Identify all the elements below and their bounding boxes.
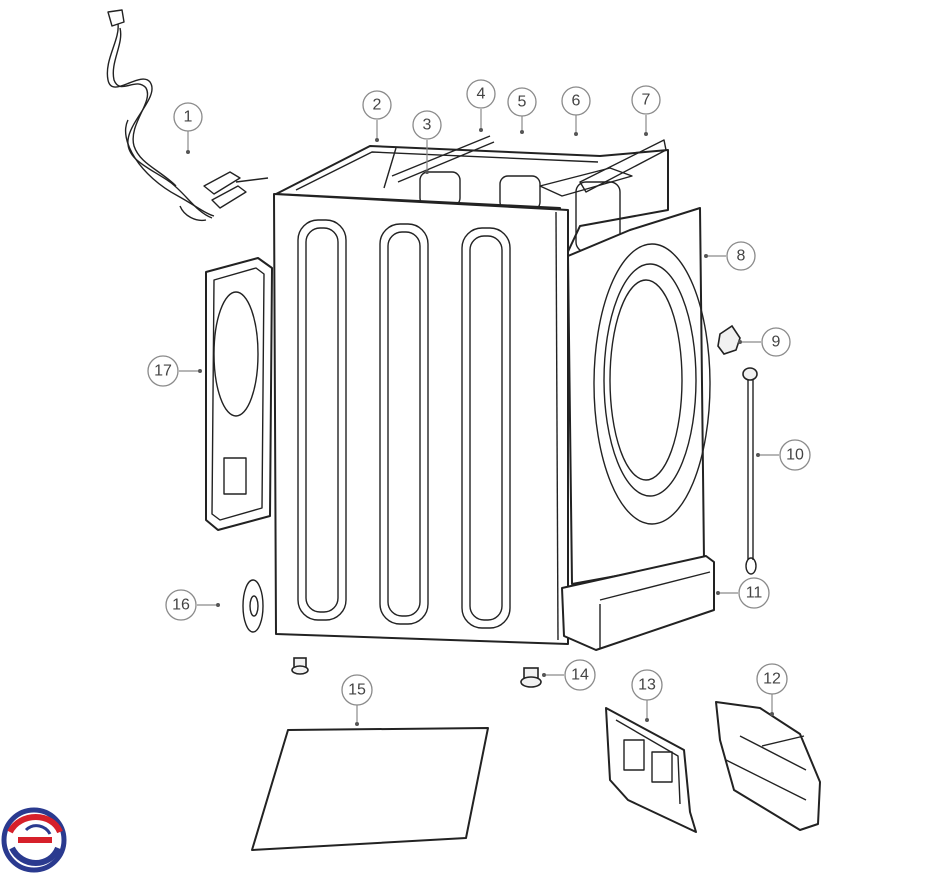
callout-9: 9 <box>761 327 791 357</box>
callout-label: 1 <box>184 109 193 126</box>
callout-8: 8 <box>726 241 756 271</box>
callout-label: 3 <box>423 117 432 134</box>
callout-label: 5 <box>518 94 527 111</box>
callout-label: 12 <box>763 671 781 688</box>
callout-label: 16 <box>172 597 190 614</box>
callout-label: 4 <box>477 86 486 103</box>
door-lock-part <box>717 324 741 355</box>
callout-label: 11 <box>746 585 763 602</box>
base-frame-part <box>715 701 821 831</box>
base-sheet-part <box>251 727 489 851</box>
callout-7: 7 <box>631 85 661 115</box>
callout-label: 2 <box>373 97 382 114</box>
callout-1: 1 <box>173 102 203 132</box>
callout-11: 11 <box>738 577 770 609</box>
callout-6: 6 <box>561 86 591 116</box>
round-seal-part <box>242 579 264 633</box>
callout-4: 4 <box>466 79 496 109</box>
callout-3: 3 <box>412 110 442 140</box>
front-panel-part <box>567 207 711 585</box>
callout-label: 10 <box>786 447 804 464</box>
cabinet-side-panel <box>273 193 569 645</box>
rear-panel-part <box>205 257 273 531</box>
support-bracket-part <box>605 707 697 833</box>
callout-2: 2 <box>362 90 392 120</box>
callout-15: 15 <box>341 674 373 706</box>
callout-10: 10 <box>779 439 811 471</box>
callout-12: 12 <box>756 663 788 695</box>
callout-label: 14 <box>571 667 589 684</box>
callout-label: 13 <box>638 677 656 694</box>
callout-label: 17 <box>154 363 172 380</box>
callout-5: 5 <box>507 87 537 117</box>
callout-17: 17 <box>147 355 179 387</box>
brand-logo-icon <box>1 807 67 873</box>
power-cord-part <box>106 9 269 222</box>
callout-16: 16 <box>165 589 197 621</box>
leader-lines <box>179 109 779 726</box>
drain-hose-part <box>742 367 758 575</box>
callout-label: 15 <box>348 682 366 699</box>
callout-label: 8 <box>737 248 746 265</box>
callout-label: 6 <box>572 93 581 110</box>
plinth-kickplate-part <box>561 555 715 651</box>
leveling-foot-part <box>291 657 542 688</box>
callout-label: 7 <box>642 92 651 109</box>
callout-14: 14 <box>564 659 596 691</box>
callout-label: 9 <box>772 334 781 351</box>
callout-13: 13 <box>631 669 663 701</box>
